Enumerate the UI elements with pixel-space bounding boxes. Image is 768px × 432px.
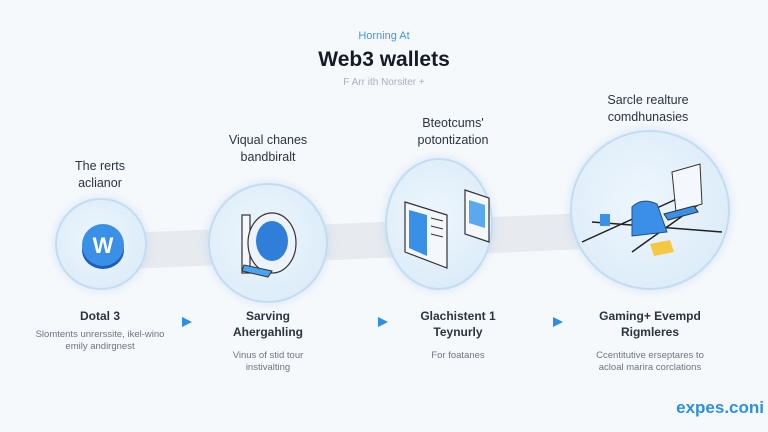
dashboard-screens-icon [404, 189, 490, 269]
hardware-wallet-icon [241, 212, 297, 278]
wallet-coin-icon: W [82, 224, 124, 269]
svg-text:W: W [93, 233, 114, 258]
step-3-circle [385, 158, 493, 290]
step-4-circle [570, 130, 730, 290]
arrow-icon [182, 317, 192, 327]
step-2-circle [208, 183, 328, 303]
arrow-icon [378, 317, 388, 327]
page-title: Web3 wallets [318, 48, 450, 71]
step-1-title: Dotal 3 [79, 309, 121, 323]
eyebrow-label: Horning At [358, 30, 410, 42]
step-3-heading: Bteotcums'potontization [417, 116, 489, 147]
step-3-desc: For foatanes [431, 350, 485, 361]
network-laptop-icon [581, 163, 723, 256]
subtitle: F Arr ith Norsiter + [343, 77, 425, 88]
step-1-circle: W [55, 198, 147, 290]
brand-logo[interactable]: expes.coni [676, 398, 764, 417]
arrow-icon [553, 317, 563, 327]
